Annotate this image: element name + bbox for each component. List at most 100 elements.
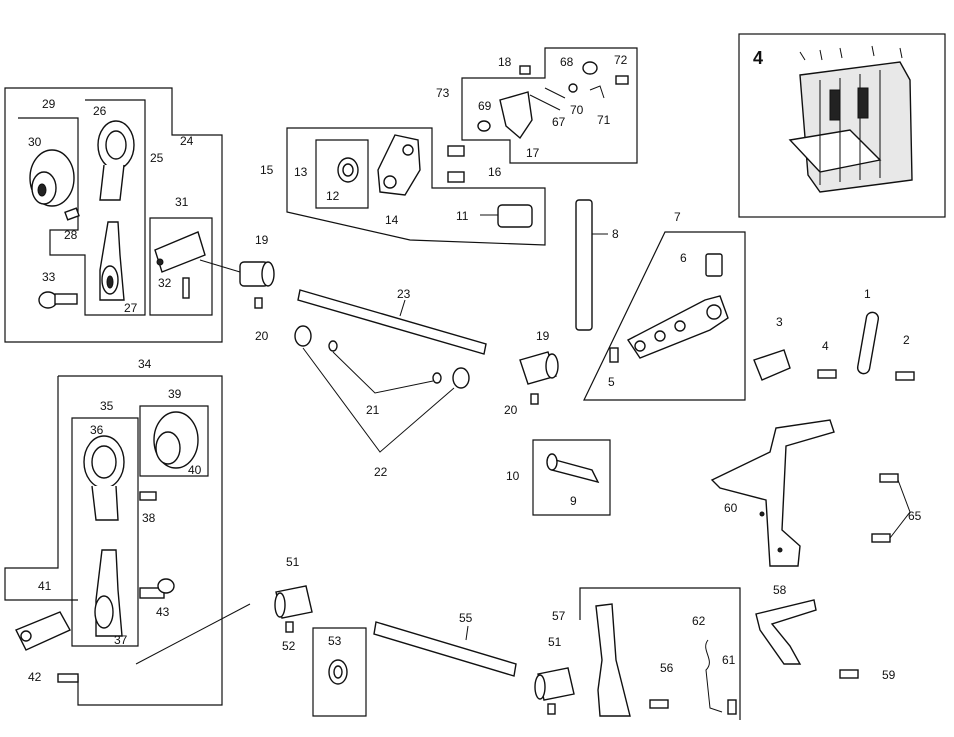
label-14: 14 (385, 213, 399, 227)
label-12: 12 (326, 189, 340, 203)
part-3-bracket (754, 350, 790, 380)
label-56: 56 (660, 661, 674, 675)
label-32: 32 (158, 276, 172, 290)
label-61: 61 (722, 653, 736, 667)
label-27: 27 (124, 301, 138, 315)
part-20-upper-screw (255, 298, 262, 308)
label-21: 21 (366, 403, 380, 417)
label-60: 60 (724, 501, 738, 515)
label-8: 8 (612, 227, 619, 241)
part-19-middle-bushing (520, 352, 558, 404)
label-59: 59 (882, 668, 896, 682)
part-42-screw (58, 674, 78, 682)
label-1: 1 (864, 287, 871, 301)
part-51-left-bushing (275, 586, 312, 632)
label-43: 43 (156, 605, 170, 619)
part-51-right-bushing (535, 668, 574, 714)
label-19-middle: 19 (536, 329, 550, 343)
part-32-screw (183, 278, 189, 298)
part-11-knob (480, 205, 532, 227)
part-59-screw (840, 670, 858, 678)
part-43-screw (140, 579, 174, 598)
part-55-shaft (374, 622, 516, 676)
label-11: 11 (456, 209, 469, 223)
label-16: 16 (488, 165, 502, 179)
part-14-arm (378, 135, 420, 195)
label-42: 42 (28, 670, 42, 684)
label-71: 71 (597, 113, 611, 127)
part-1-link (857, 311, 880, 374)
part-16-screws (448, 146, 464, 182)
label-51-left: 51 (286, 555, 300, 569)
label-texts-group17: 18 68 72 73 69 70 67 71 17 (436, 53, 628, 160)
label-41: 41 (38, 579, 52, 593)
label-9: 9 (570, 494, 577, 508)
label-62: 62 (692, 614, 706, 628)
part-39-bushing (154, 412, 198, 468)
label-73: 73 (436, 86, 450, 100)
label-38: 38 (142, 511, 156, 525)
label-3: 3 (776, 315, 783, 329)
part-31-block (155, 232, 205, 272)
label-20-upper: 20 (255, 329, 269, 343)
label-52: 52 (282, 639, 296, 653)
part-62-spring (706, 640, 722, 712)
label-34: 34 (138, 357, 152, 371)
label-2: 2 (903, 333, 910, 347)
label-29: 29 (42, 97, 56, 111)
part-38-screw (140, 492, 156, 500)
label-57: 57 (552, 609, 566, 623)
label-23: 23 (397, 287, 411, 301)
part-6-screw (706, 254, 722, 276)
part-33-screw (39, 292, 77, 308)
label-6: 6 (680, 251, 687, 265)
part-28-screw (65, 208, 79, 220)
part-4-screw (818, 370, 836, 378)
label-72: 72 (614, 53, 628, 67)
part-37-link (95, 550, 122, 636)
label-26: 26 (93, 104, 107, 118)
label-37: 37 (114, 633, 128, 647)
part-12-bushing (338, 158, 358, 182)
part-27-link (100, 222, 124, 300)
label-7: 7 (674, 210, 681, 224)
label-31: 31 (175, 195, 189, 209)
part-26-crank (98, 121, 134, 200)
part-56-screw (650, 700, 668, 708)
part-17-assembly (500, 88, 565, 138)
figure-number: 4 (753, 48, 763, 68)
label-19-upper: 19 (255, 233, 269, 247)
part-9-pin (547, 454, 598, 482)
part-36-crank (84, 436, 124, 520)
label-5: 5 (608, 375, 615, 389)
part-8-shaft (576, 200, 608, 330)
label-55: 55 (459, 611, 473, 625)
label-4: 4 (822, 339, 829, 353)
label-10: 10 (506, 469, 520, 483)
label-17: 17 (526, 146, 540, 160)
part-19-upper-bushing (200, 260, 274, 286)
label-24: 24 (180, 134, 194, 148)
label-13: 13 (294, 165, 308, 179)
leader-line-34 (136, 604, 250, 664)
label-35: 35 (100, 399, 114, 413)
label-69: 69 (478, 99, 492, 113)
part-21-22-rings (295, 326, 469, 452)
part-2-screw (896, 372, 914, 380)
label-70: 70 (570, 103, 584, 117)
label-25: 25 (150, 151, 164, 165)
label-58: 58 (773, 583, 787, 597)
label-53: 53 (328, 634, 342, 648)
part-65-screws (872, 474, 910, 542)
label-18: 18 (498, 55, 512, 69)
label-28: 28 (64, 228, 78, 242)
part-7-arm (628, 296, 728, 358)
part-58-guide (756, 600, 816, 664)
label-15: 15 (260, 163, 274, 177)
label-33: 33 (42, 270, 56, 284)
label-22: 22 (374, 465, 388, 479)
label-51-right: 51 (548, 635, 562, 649)
label-67: 67 (552, 115, 566, 129)
label-65: 65 (908, 509, 922, 523)
